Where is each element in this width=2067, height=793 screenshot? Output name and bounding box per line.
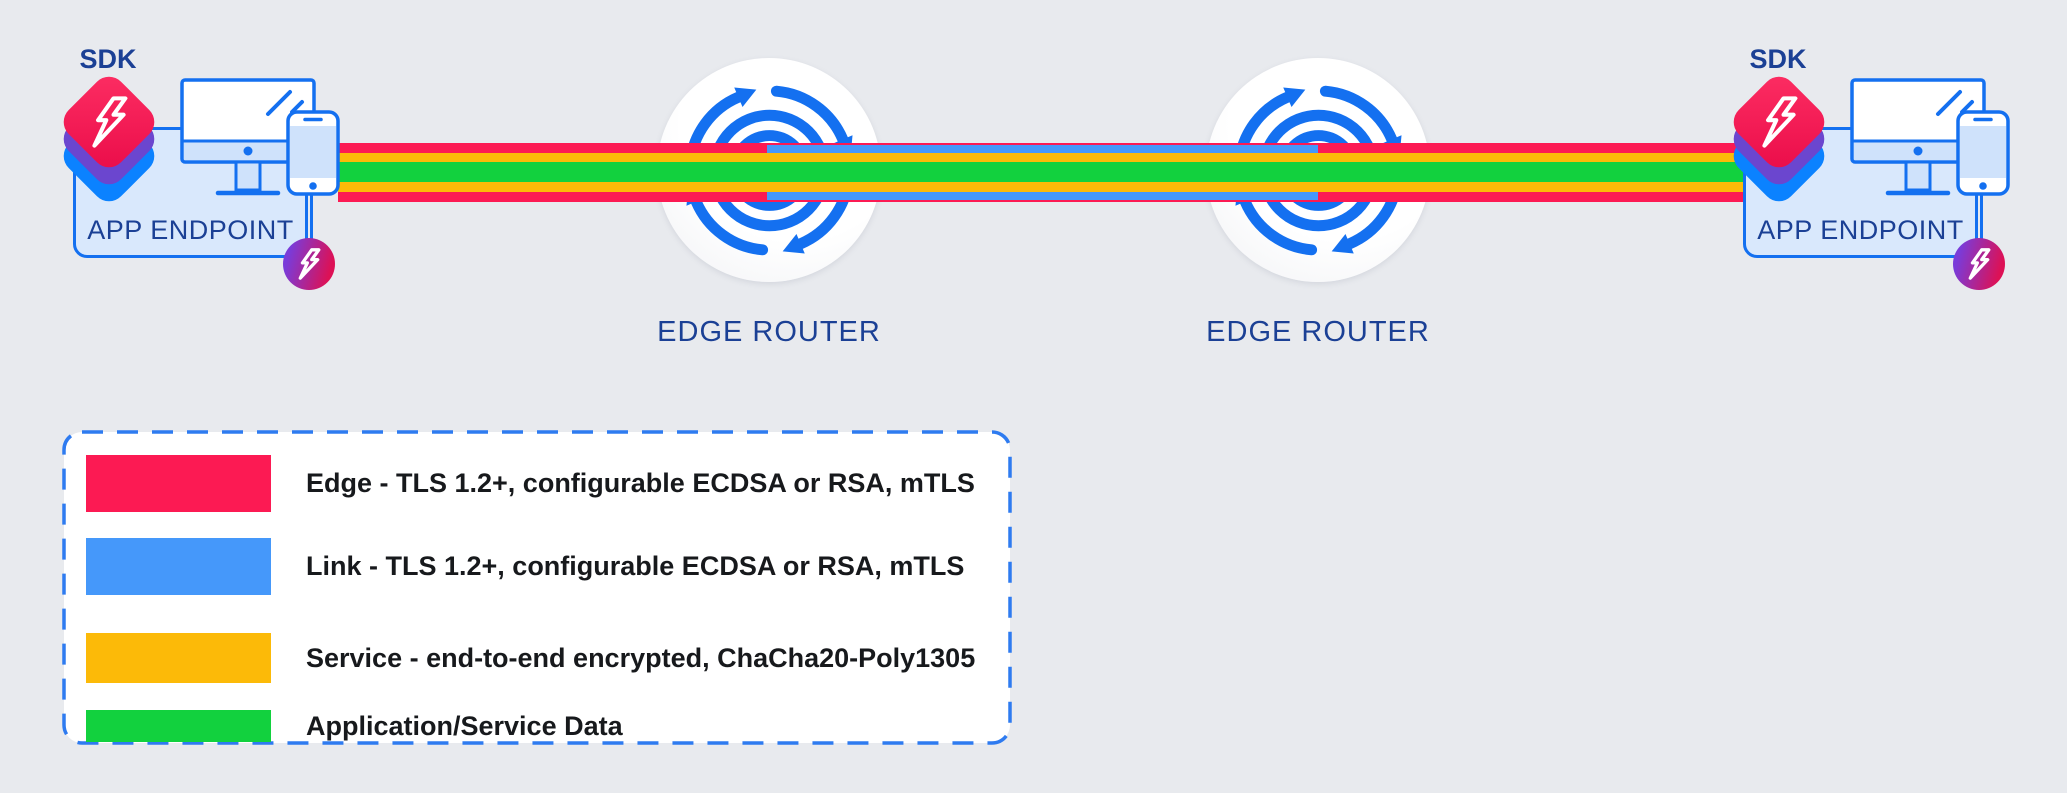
phone-icon xyxy=(1956,110,2010,196)
legend-item-service: Service - end-to-end encrypted, ChaCha20… xyxy=(86,633,975,683)
legend-swatch-link xyxy=(86,538,271,595)
sdk-stack xyxy=(40,30,190,220)
badge-connector-line xyxy=(310,190,313,266)
desktop-icon xyxy=(1850,78,1986,196)
ziti-bolt-icon xyxy=(298,248,321,280)
edge-router-left: R EDGE ROUTER xyxy=(657,58,881,358)
app-endpoint-right: SDK APP ENDPOINT xyxy=(1710,30,2040,310)
app-endpoint-label: APP ENDPOINT xyxy=(1757,215,1964,245)
service-stripe-top xyxy=(338,153,1746,162)
legend-item-link: Link - TLS 1.2+, configurable ECDSA or R… xyxy=(86,538,964,595)
ziti-bolt-icon xyxy=(92,96,128,148)
phone-icon xyxy=(286,110,340,196)
app-endpoint-label: APP ENDPOINT xyxy=(87,215,294,245)
legend-border xyxy=(62,430,1012,745)
service-stripe-bottom xyxy=(338,182,1746,192)
legend-item-data: Application/Service Data xyxy=(86,710,623,742)
identity-badge xyxy=(1953,238,2005,290)
legend-swatch-service xyxy=(86,633,271,683)
legend-label-edge: Edge - TLS 1.2+, configurable ECDSA or R… xyxy=(306,468,975,498)
link-stripe-top xyxy=(767,145,1318,153)
sdk-label: SDK xyxy=(79,44,137,74)
legend-box: Edge - TLS 1.2+, configurable ECDSA or R… xyxy=(62,430,1012,745)
badge-connector-line xyxy=(1980,190,1983,266)
application-data-stripe xyxy=(338,162,1746,182)
legend-label-data: Application/Service Data xyxy=(306,710,623,741)
legend-swatch-data xyxy=(86,710,271,742)
ziti-bolt-icon xyxy=(1968,248,1991,280)
sdk-label: SDK xyxy=(1749,44,1807,74)
legend-label-link: Link - TLS 1.2+, configurable ECDSA or R… xyxy=(306,551,965,581)
ziti-bolt-icon xyxy=(1762,96,1798,148)
sdk-stack xyxy=(1710,30,1860,220)
app-endpoint-left: SDK APP ENDPOINT xyxy=(40,30,370,310)
legend-swatch-edge xyxy=(86,455,271,512)
router-label: EDGE ROUTER xyxy=(657,316,881,348)
router-label: EDGE ROUTER xyxy=(1206,316,1430,348)
legend-item-edge: Edge - TLS 1.2+, configurable ECDSA or R… xyxy=(86,455,975,512)
link-stripe-bottom xyxy=(767,192,1318,200)
edge-router-right: R EDGE ROUTER xyxy=(1206,58,1430,358)
legend-label-service: Service - end-to-end encrypted, ChaCha20… xyxy=(306,642,976,673)
identity-badge xyxy=(283,238,335,290)
